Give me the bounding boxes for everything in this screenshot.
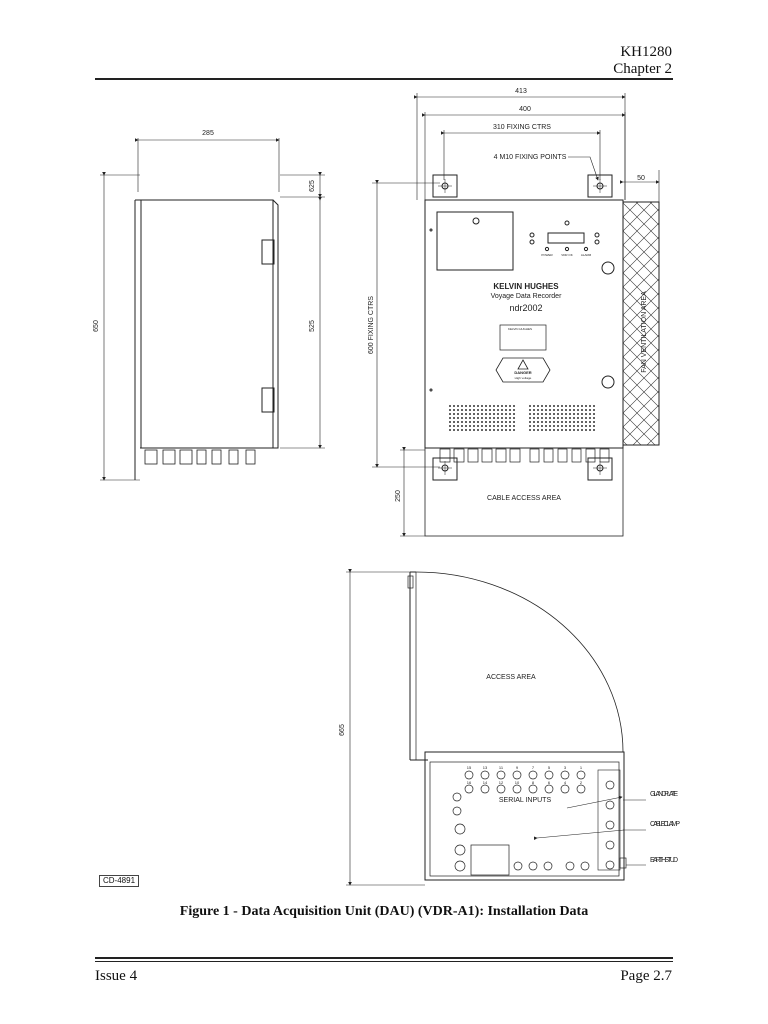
fan-dim: 50 xyxy=(637,175,645,182)
vertical-fixing-dim: 600 FIXING CTRS xyxy=(368,296,375,354)
port-number: 10 xyxy=(515,780,520,785)
product-label: Voyage Data Recorder xyxy=(491,293,562,300)
model-label: ndr2002 xyxy=(509,303,542,313)
side-height-dim: 650 xyxy=(93,320,100,332)
indicator-alarm: ALARM xyxy=(581,253,592,257)
port-number: 8 xyxy=(532,780,535,785)
side-top-dim: 625 xyxy=(309,180,316,192)
port-numbers: 15 13 11 9 7 5 3 1 16 14 12 10 8 6 4 2 xyxy=(467,765,583,785)
port-number: 14 xyxy=(483,780,488,785)
port-number: 7 xyxy=(532,765,535,770)
cable-clamp-callout: CABLE CLAMP xyxy=(650,821,680,828)
port-number: 3 xyxy=(564,765,567,770)
fixing-points-note: 4 M10 FIXING POINTS xyxy=(494,154,567,161)
footer-issue: Issue 4 xyxy=(95,968,138,984)
port-number: 2 xyxy=(580,780,583,785)
header-chapter: Chapter 2 xyxy=(613,61,672,77)
port-number: 5 xyxy=(548,765,551,770)
port-number: 4 xyxy=(564,780,567,785)
serial-inputs-label: SERIAL INPUTS xyxy=(499,797,552,804)
brand-label: KELVIN HUGHES xyxy=(493,282,559,291)
indicator-power: POWER xyxy=(541,253,553,257)
side-width-dim: 285 xyxy=(202,130,214,137)
gland-plate-callout: GLAND PLATE xyxy=(650,791,678,798)
plan-view xyxy=(346,569,646,886)
rating-plate-brand: KELVIN HUGHES xyxy=(508,327,532,331)
header-doc-id: KH1280 xyxy=(620,44,672,60)
front-view xyxy=(372,93,660,537)
cable-dim: 250 xyxy=(395,490,402,502)
front-width-dim: 400 xyxy=(519,106,531,113)
danger-label: DANGER xyxy=(514,370,531,375)
side-view xyxy=(100,138,325,481)
port-number: 16 xyxy=(467,780,472,785)
drawing-reference: CD-4891 xyxy=(99,875,140,887)
port-number: 6 xyxy=(548,780,551,785)
plan-height-dim: 665 xyxy=(339,724,346,736)
footer-page: Page 2.7 xyxy=(620,968,672,984)
header-rule xyxy=(95,78,673,80)
port-number: 11 xyxy=(499,765,504,770)
indicator-vdr-ok: VDR OK xyxy=(561,253,573,257)
footer-rule-bottom xyxy=(95,961,673,962)
danger-sub-label: High voltage xyxy=(515,376,532,380)
front-fixing-dim: 310 FIXING CTRS xyxy=(493,124,551,131)
port-number: 9 xyxy=(516,765,519,770)
port-number: 13 xyxy=(483,765,488,770)
front-overall-dim: 413 xyxy=(515,88,527,95)
cable-access-area-label: CABLE ACCESS AREA xyxy=(487,495,561,502)
port-number: 15 xyxy=(467,765,472,770)
port-number: 12 xyxy=(499,780,504,785)
fan-ventilation-label: FAN VENTILATION AREA xyxy=(641,291,648,373)
access-area-label: ACCESS AREA xyxy=(486,674,536,681)
side-inner-dim: 525 xyxy=(309,320,316,332)
footer-rule-top xyxy=(95,957,673,959)
figure-caption: Figure 1 - Data Acquisition Unit (DAU) (… xyxy=(179,904,589,919)
port-number: 1 xyxy=(580,765,583,770)
earth-stud-callout: EARTH STUD xyxy=(650,857,678,864)
